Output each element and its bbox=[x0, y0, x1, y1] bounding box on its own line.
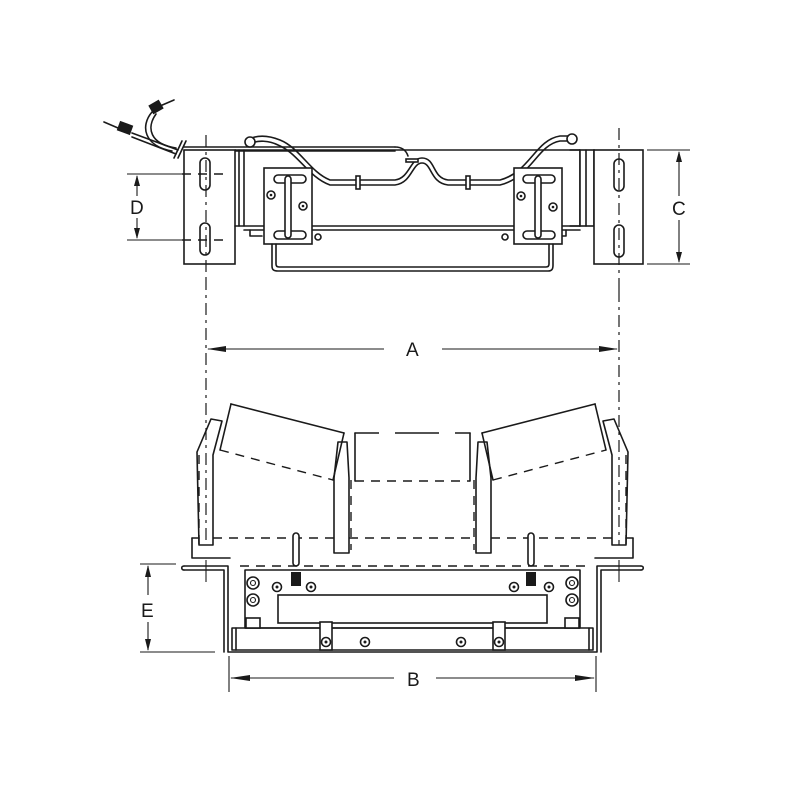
dimension-e: E bbox=[140, 563, 215, 653]
top-view: D C bbox=[103, 99, 690, 290]
left-wing-roller bbox=[219, 403, 345, 481]
right-wing-roller bbox=[481, 403, 607, 481]
left-end-bracket bbox=[196, 418, 223, 546]
lower-rail bbox=[271, 243, 554, 272]
dimension-label-a: A bbox=[406, 340, 419, 361]
bolt-icons bbox=[246, 576, 579, 648]
front-view: E B bbox=[140, 403, 645, 692]
left-centre-bracket bbox=[333, 441, 350, 554]
dimension-a: A bbox=[205, 278, 620, 545]
dimension-label-c: C bbox=[672, 199, 686, 220]
base-frame bbox=[180, 560, 645, 653]
slot-icon bbox=[199, 222, 211, 256]
cable-glands-icon bbox=[103, 99, 187, 159]
left-sensor-plate bbox=[263, 167, 313, 245]
dimension-c: C bbox=[647, 149, 690, 265]
right-end-bracket bbox=[602, 418, 629, 546]
right-centre-bracket bbox=[475, 441, 492, 554]
dimension-label-d: D bbox=[130, 198, 144, 219]
dimension-label-e: E bbox=[141, 601, 154, 622]
centre-roller bbox=[354, 432, 471, 482]
dimension-label-b: B bbox=[407, 670, 420, 691]
dimension-d: D bbox=[127, 173, 225, 241]
load-beam bbox=[277, 594, 548, 624]
dimension-b: B bbox=[228, 656, 597, 692]
right-sensor-plate bbox=[513, 167, 563, 245]
